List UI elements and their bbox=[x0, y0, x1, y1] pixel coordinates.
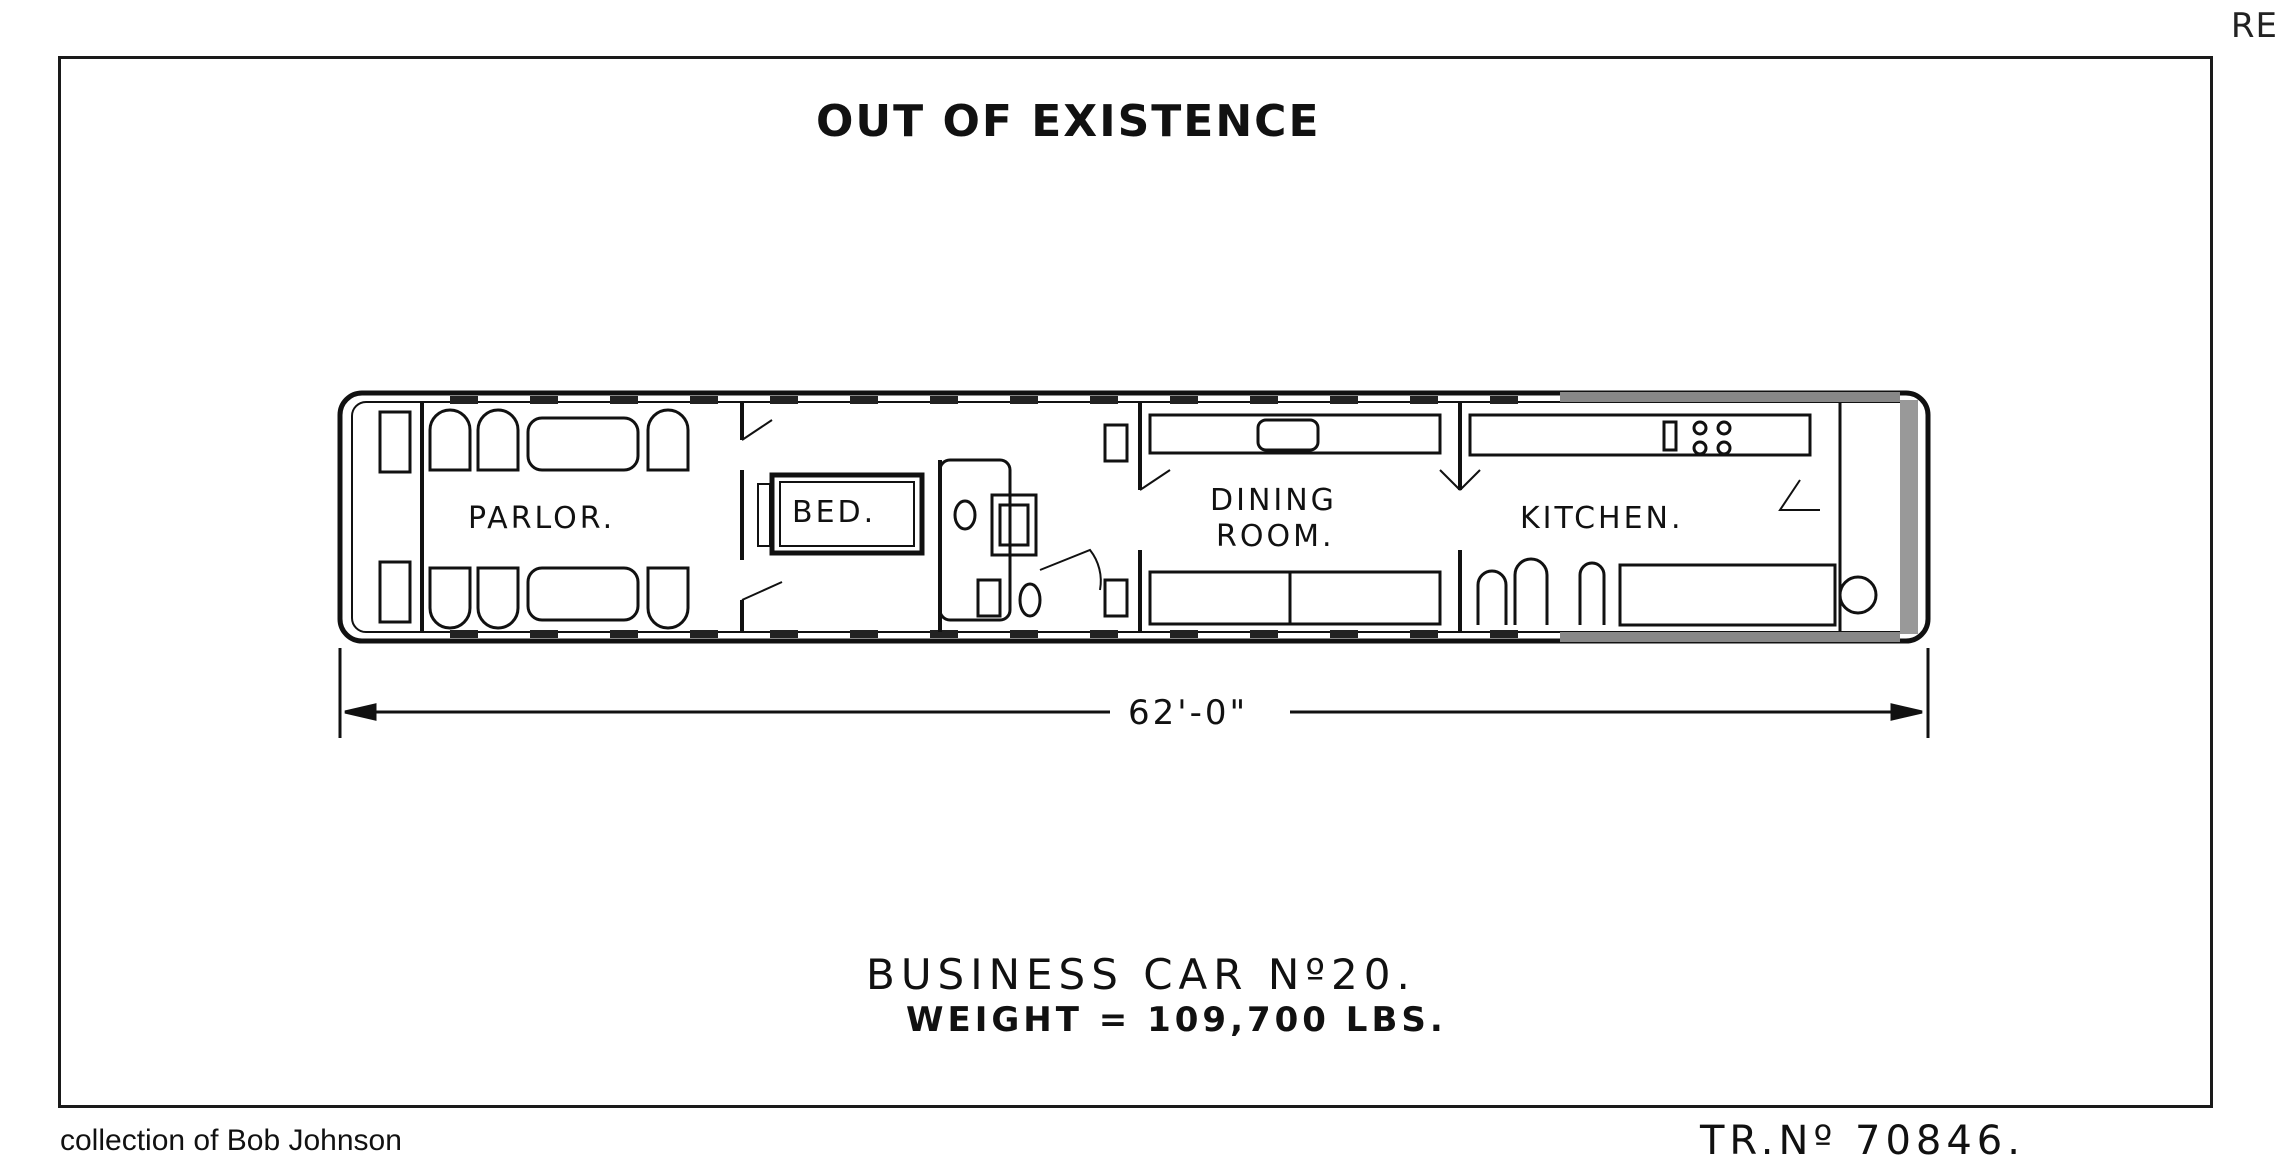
drawing-frame bbox=[58, 56, 2213, 1108]
caption-weight: WEIGHT = 109,700 LBS. bbox=[906, 1000, 1447, 1040]
room-label-dining-line1: DINING bbox=[1210, 483, 1337, 518]
room-label-bed: BED. bbox=[792, 495, 876, 530]
windows-top bbox=[450, 396, 1518, 404]
length-dimension-label: 62'-0" bbox=[1128, 693, 1248, 733]
bed bbox=[757, 472, 925, 556]
car-body bbox=[337, 390, 1931, 644]
kitchen-fixtures bbox=[1468, 413, 1878, 627]
room-label-kitchen: KITCHEN. bbox=[1520, 501, 1684, 536]
door-swings bbox=[741, 419, 1820, 601]
room-label-dining-line2: ROOM. bbox=[1216, 519, 1335, 554]
corner-mark: RE bbox=[2230, 6, 2278, 46]
washroom-fixtures bbox=[938, 423, 1129, 622]
dining-furniture bbox=[1148, 413, 1442, 626]
caption-car-name: BUSINESS CAR Nº20. bbox=[866, 950, 1416, 999]
tr-number: TR.Nº 70846. bbox=[1700, 1118, 2025, 1164]
length-dimension bbox=[338, 648, 1930, 738]
room-label-parlor: PARLOR. bbox=[468, 501, 615, 536]
parlor-furniture bbox=[378, 408, 690, 630]
drawing-title: OUT OF EXISTENCE bbox=[816, 96, 1321, 147]
collection-credit: collection of Bob Johnson bbox=[60, 1124, 402, 1157]
windows-bottom bbox=[450, 630, 1518, 638]
